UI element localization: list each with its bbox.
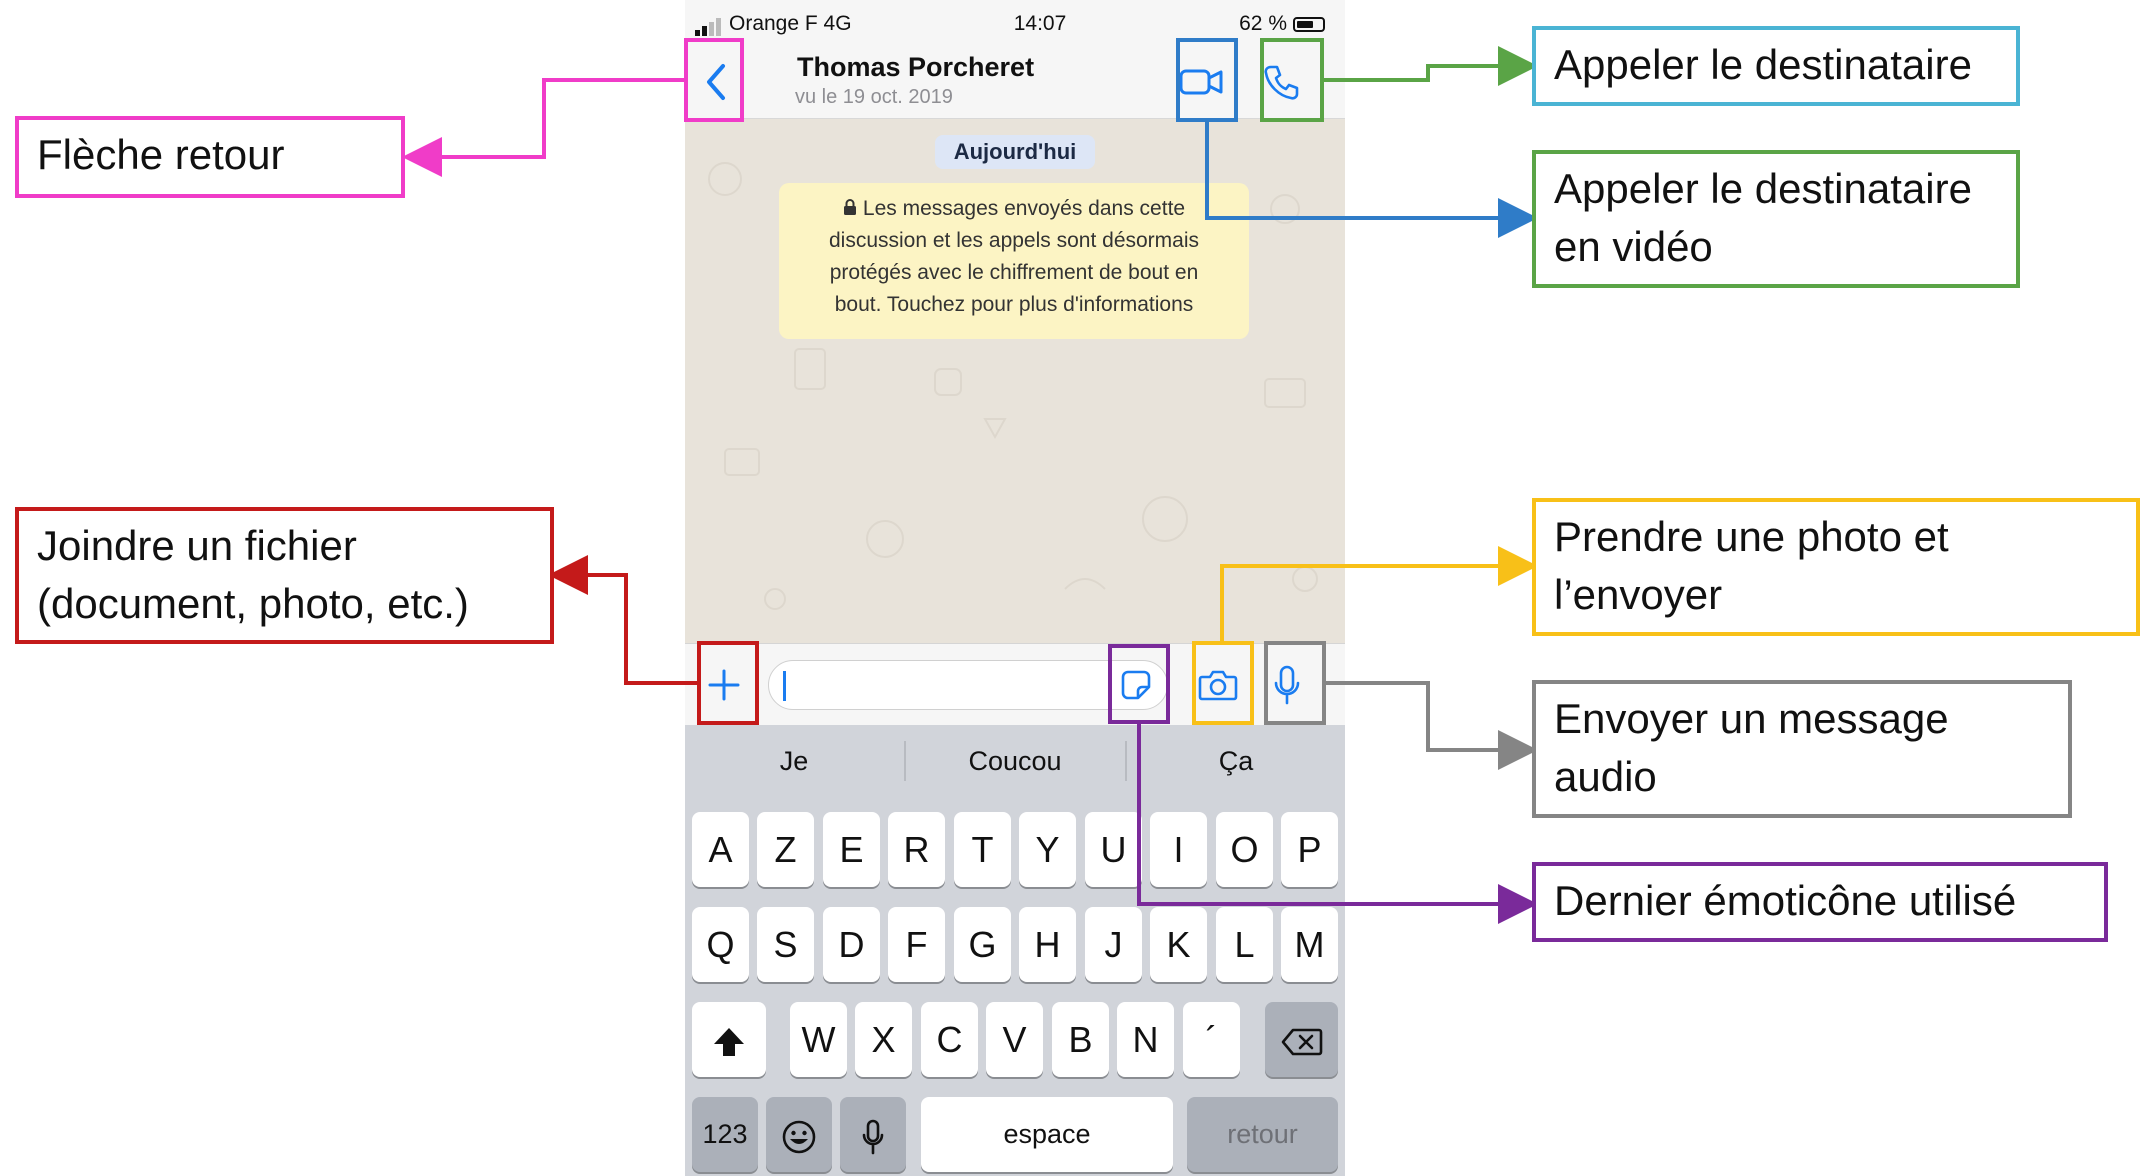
key[interactable]: Q xyxy=(692,907,749,982)
video-camera-icon xyxy=(1179,69,1223,95)
microphone-icon xyxy=(862,1120,884,1155)
callout-back: Flèche retour xyxy=(15,116,405,198)
callout-photo: Prendre une photo et l’envoyer xyxy=(1532,498,2140,636)
callout-video: Appeler le destinataire en vidéo xyxy=(1532,150,2020,288)
key[interactable]: C xyxy=(921,1002,978,1077)
key[interactable]: G xyxy=(954,907,1011,982)
key[interactable]: A xyxy=(692,812,749,887)
clock: 14:07 xyxy=(1013,12,1067,35)
backspace-icon xyxy=(1281,1029,1322,1056)
key[interactable]: O xyxy=(1216,812,1273,887)
callout-attach: Joindre un fichier (document, photo, etc… xyxy=(15,507,554,644)
battery: 62 % xyxy=(1239,12,1325,36)
notice-line: protégés avec le chiffrement de bout en xyxy=(829,261,1199,284)
emoji-key[interactable] xyxy=(766,1097,832,1172)
back-button[interactable] xyxy=(695,56,737,108)
key[interactable]: V xyxy=(986,1002,1043,1077)
suggestion-je[interactable]: Je xyxy=(779,746,809,776)
encryption-notice[interactable]: Les messages envoyés dans cette discussi… xyxy=(779,183,1249,339)
attach-button[interactable] xyxy=(699,660,749,710)
key[interactable]: E xyxy=(823,812,880,887)
camera-button[interactable] xyxy=(1194,660,1242,710)
microphone-button[interactable] xyxy=(1265,658,1309,712)
backspace-key[interactable] xyxy=(1265,1002,1338,1077)
carrier: Orange F 4G xyxy=(695,12,852,37)
camera-icon xyxy=(1198,670,1238,701)
dictation-key[interactable] xyxy=(840,1097,906,1172)
battery-icon xyxy=(1293,16,1325,32)
space-key[interactable]: espace xyxy=(921,1097,1173,1172)
shift-arrow-icon xyxy=(714,1028,744,1057)
arrow-back xyxy=(402,78,686,177)
arrow-attach xyxy=(548,555,699,685)
microphone-icon xyxy=(1274,665,1300,705)
key[interactable]: Y xyxy=(1019,812,1076,887)
emoji-icon xyxy=(782,1121,816,1154)
sticker-icon xyxy=(1121,670,1151,700)
key[interactable]: X xyxy=(855,1002,912,1077)
callout-sticker: Dernier émoticône utilisé xyxy=(1532,862,2108,942)
suggestion-coucou[interactable]: Coucou xyxy=(968,746,1062,776)
sticker-button[interactable] xyxy=(1115,664,1157,706)
video-call-button[interactable] xyxy=(1179,58,1223,106)
callout-call: Appeler le destinataire xyxy=(1532,26,2020,106)
chat-area: Aujourd'hui Les messages envoyés dans ce… xyxy=(685,119,1345,643)
plus-icon xyxy=(708,669,740,701)
key[interactable]: H xyxy=(1019,907,1076,982)
callout-audio: Envoyer un message audio xyxy=(1532,680,2072,818)
last-seen: vu le 19 oct. 2019 xyxy=(795,86,953,108)
key[interactable]: Z xyxy=(757,812,814,887)
key[interactable]: P xyxy=(1281,812,1338,887)
signal-icon xyxy=(695,12,723,37)
shift-key[interactable] xyxy=(692,1002,766,1077)
message-bar xyxy=(685,643,1345,726)
voice-call-button[interactable] xyxy=(1259,56,1303,108)
numbers-key[interactable]: 123 xyxy=(692,1097,758,1172)
suggestion-ca[interactable]: Ça xyxy=(1218,746,1254,776)
chevron-left-icon xyxy=(707,64,725,100)
arrow-call xyxy=(1322,46,1538,86)
notice-line: bout. Touchez pour plus d'informations xyxy=(834,293,1194,316)
key[interactable]: I xyxy=(1150,812,1207,887)
key[interactable]: W xyxy=(790,1002,847,1077)
phone-icon xyxy=(1264,65,1299,100)
chat-header: Thomas Porcheret vu le 19 oct. 2019 xyxy=(685,46,1345,119)
keyboard: Je Coucou Ça A Z E R T Y U I O P Q S D F… xyxy=(685,725,1345,1176)
lock-icon xyxy=(843,199,856,215)
notice-line: discussion et les appels sont désormais xyxy=(828,229,1200,252)
key[interactable]: ´ xyxy=(1183,1002,1240,1077)
suggestion-divider xyxy=(1125,741,1127,781)
key[interactable]: M xyxy=(1281,907,1338,982)
key[interactable]: F xyxy=(888,907,945,982)
key[interactable]: D xyxy=(823,907,880,982)
notice-line: Les messages envoyés dans cette xyxy=(779,193,1249,225)
key[interactable]: B xyxy=(1052,1002,1109,1077)
suggestion-divider xyxy=(904,741,906,781)
message-input[interactable] xyxy=(768,660,1168,710)
status-bar: Orange F 4G 14:07 62 % xyxy=(685,0,1345,46)
contact-name[interactable]: Thomas Porcheret xyxy=(797,52,1035,82)
key[interactable]: N xyxy=(1117,1002,1174,1077)
date-chip: Aujourd'hui xyxy=(935,135,1095,169)
return-key[interactable]: retour xyxy=(1187,1097,1338,1172)
key[interactable]: U xyxy=(1085,812,1142,887)
key[interactable]: T xyxy=(954,812,1011,887)
key[interactable]: L xyxy=(1216,907,1273,982)
phone-screen: Orange F 4G 14:07 62 % Thomas Porcheret … xyxy=(685,0,1345,1176)
key[interactable]: R xyxy=(888,812,945,887)
arrow-audio xyxy=(1324,681,1538,770)
key[interactable]: K xyxy=(1150,907,1207,982)
text-caret xyxy=(783,671,786,701)
key[interactable]: S xyxy=(757,907,814,982)
key[interactable]: J xyxy=(1085,907,1142,982)
